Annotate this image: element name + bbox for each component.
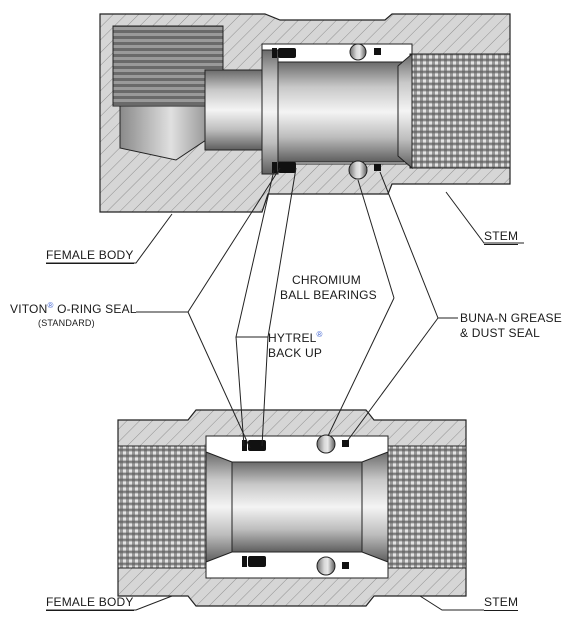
bottom-backup-lower [242,556,247,567]
top-ball-upper [349,43,367,61]
female-body-bottom-label: FEMALE BODY [46,595,134,611]
top-right-thread [409,53,511,169]
leader-hytrel-3 [267,167,297,338]
leader-ball-bottom [327,297,395,437]
chromium-label-line1: CHROMIUM [292,273,361,287]
oring-seal-text: O-RING SEAL [57,302,137,316]
bottom-straight-assembly [117,409,467,607]
bottom-oring-upper [248,440,266,451]
bottom-right-chamfer [361,451,389,563]
bottom-ball-lower [316,556,336,576]
chromium-label-line2: BALL BEARINGS [280,288,377,302]
leader-stem-bottom [419,595,484,611]
stem-bottom-label: STEM [484,595,519,611]
leader-hytrel-2 [235,336,245,447]
standard-label: (STANDARD) [38,318,95,328]
leader-hytrel-4 [261,336,269,447]
top-stem-tube [267,61,409,163]
top-oring-upper [278,48,296,58]
top-oring-lower [278,162,296,173]
bottom-left-chamfer [205,451,233,563]
hytrel-text: HYTREL [268,331,317,345]
bottom-right-thread [387,445,467,569]
top-stem-collar [261,49,279,175]
leader-buna-2 [347,317,439,441]
buna-label-line1: BUNA-N GREASE [460,311,562,325]
bottom-ball-upper [316,434,336,454]
top-ball-lower [348,160,368,180]
bottom-dust-seal-upper [342,440,349,447]
bottom-stem-tube [231,461,363,553]
bottom-oring-lower [248,556,266,567]
hytrel-registered-mark: ® [316,330,323,339]
viton-text: VITON [10,302,48,316]
viton-registered-mark: ® [47,301,54,310]
top-thread-chamfer [397,52,413,170]
top-backup-upper [272,48,277,58]
leader-stem-top [445,191,524,244]
stem-top-label: STEM [484,229,519,245]
leader-ball-top [357,179,395,299]
bottom-left-thread [117,445,207,569]
back-up-label: BACK UP [268,346,323,360]
leader-lines [46,167,524,611]
top-dust-seal-lower [374,164,381,171]
top-dust-seal-upper [374,48,381,55]
bottom-backup-upper [242,440,247,451]
buna-label-line2: & DUST SEAL [460,326,541,340]
top-backup-lower [272,162,277,173]
female-body-top-label: FEMALE BODY [46,248,134,264]
leader-buna [379,171,458,319]
hytrel-label: HYTREL® [268,330,323,346]
leader-viton-lower [187,311,251,449]
bottom-dust-seal-lower [342,562,349,569]
top-elbow-assembly [99,13,511,213]
viton-label: VITON® O-RING SEAL [10,301,137,317]
